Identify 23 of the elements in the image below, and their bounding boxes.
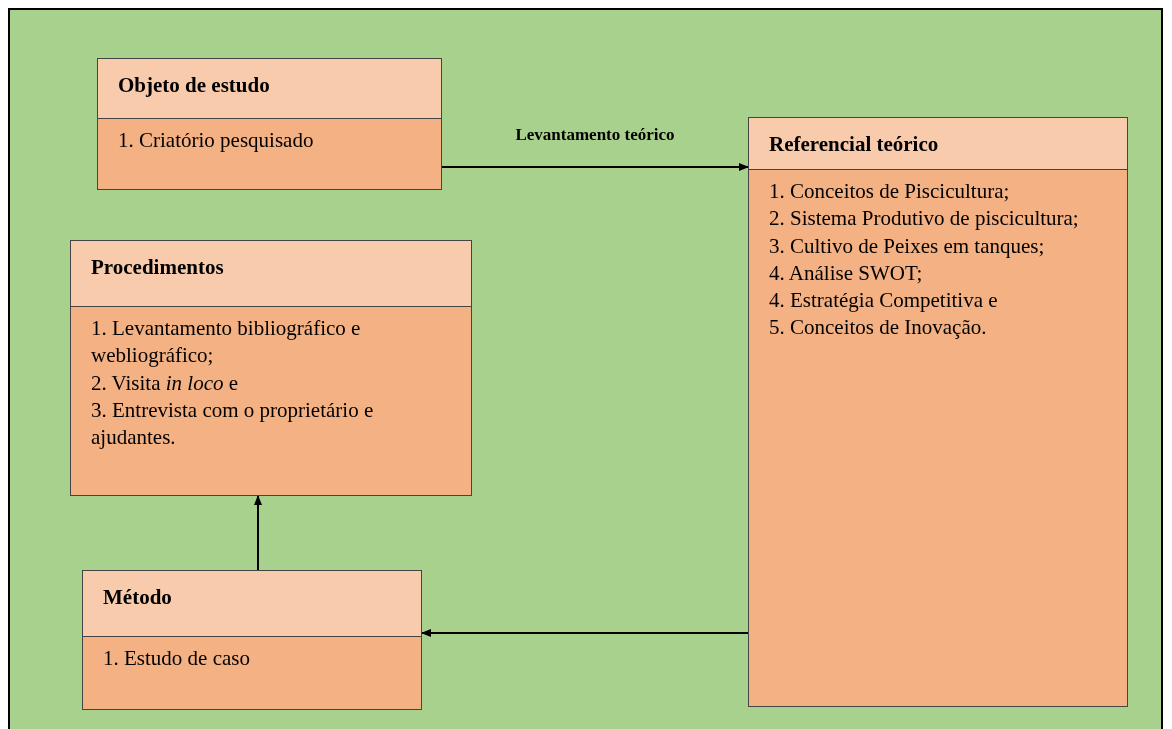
process-box bbox=[70, 240, 472, 496]
list-item: 3. Cultivo de Peixes em tanques; bbox=[769, 232, 1046, 260]
list-item: 4. Análise SWOT; bbox=[769, 259, 924, 287]
box-heading: Referencial teórico bbox=[769, 132, 939, 156]
box-heading: Objeto de estudo bbox=[118, 73, 270, 97]
process-box bbox=[748, 117, 1128, 707]
process-box bbox=[82, 570, 422, 710]
arrow bbox=[254, 495, 262, 571]
list-item: 2. Visita in loco e bbox=[91, 369, 240, 397]
list-item: 1. Estudo de caso bbox=[103, 645, 251, 672]
list-item: 1. Criatório pesquisado bbox=[118, 127, 315, 154]
arrow bbox=[421, 629, 749, 637]
list-item: 3. Entrevista com o proprietário e ajudantes. bbox=[91, 396, 375, 452]
arrow bbox=[441, 163, 749, 171]
list-item: 4. Estratégia Competitiva e bbox=[769, 287, 999, 315]
edge-label: Levantamento teórico bbox=[515, 125, 675, 145]
list-item: 2. Sistema Produtivo de piscicultura; bbox=[769, 205, 1080, 233]
process-box bbox=[97, 58, 442, 190]
box-heading: Método bbox=[103, 585, 172, 609]
list-item: 1. Levantamento bibliográfico e webliográfico; bbox=[91, 315, 362, 370]
list-item: 5. Conceitos de Inovação. bbox=[769, 314, 988, 342]
box-heading: Procedimentos bbox=[91, 255, 224, 279]
list-item: 1. Conceitos de Piscicultura; bbox=[769, 178, 1011, 205]
